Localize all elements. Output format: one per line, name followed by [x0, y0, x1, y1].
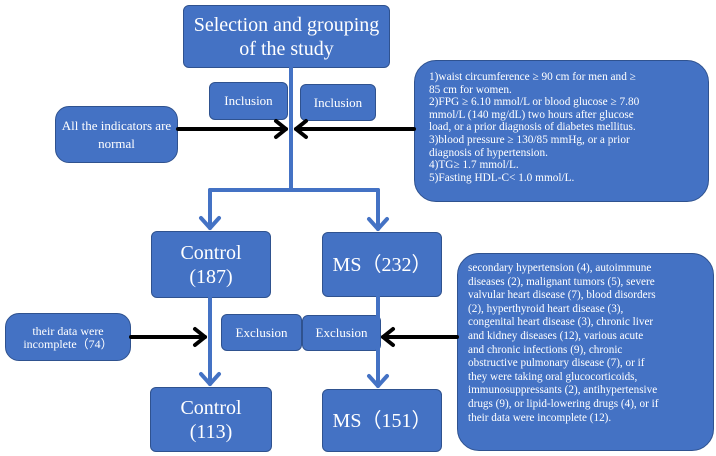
exclusion-criteria-line: obstructive pulmonary disease (7), or if	[468, 357, 645, 370]
inclusion-criteria-pointer-head	[294, 119, 308, 139]
exclusion-criteria-line: and chronic infections (9), chronic	[468, 343, 623, 356]
inclusion-criteria-box: 1)waist circumference ≥ 90 cm for men an…	[414, 60, 709, 202]
exclusion-criteria-line: drugs (9), or lipid-lowering drugs (4), …	[468, 397, 659, 410]
exclusion-criteria-line: diseases (2), malignant tumors (5), seve…	[468, 275, 655, 288]
inclusion-criteria-line: 1)waist circumference ≥ 90 cm for men an…	[429, 71, 636, 83]
ms-branch-arrowhead	[367, 217, 389, 231]
incomplete-data-pointer-head	[193, 327, 207, 347]
exclusion-label-right: Exclusion	[302, 315, 381, 351]
exclusion-criteria-line: immunosuppressants (2), antihypertensive	[468, 384, 658, 397]
exclusion-criteria-line: their data were incomplete (12).	[468, 411, 612, 424]
exclusion-criteria-line: they were taking oral glucocorticoids,	[468, 370, 638, 383]
ms-final-box: MS（151）	[322, 389, 442, 452]
title-box: Selection and grouping of the study	[183, 5, 390, 68]
inclusion-criteria-line: mmol/L (140 mg/dL) two hours after gluco…	[429, 108, 634, 121]
incomplete-data-box: their data were incomplete（74）	[5, 313, 131, 361]
control-branch-arrowhead	[199, 216, 221, 230]
control-exclusion-arrowhead	[199, 372, 221, 386]
ms-initial-box: MS（232）	[322, 232, 442, 297]
inclusion-criteria-line: 2)FPG ≥ 6.10 mmol/L or blood glucose ≥ 7…	[429, 96, 640, 109]
exclusion-criteria-line: and kidney diseases (12), various acute	[468, 329, 644, 342]
exclusion-label-left: Exclusion	[221, 314, 302, 351]
inclusion-criteria-line: 85 cm for women.	[429, 83, 512, 96]
inclusion-criteria-line: load, or a prior diagnosis of diabetes m…	[429, 121, 636, 134]
exclusion-criteria-line: congenital heart disease (3), chronic li…	[468, 316, 654, 329]
exclusion-criteria-line: secondary hypertension (4), autoimmune	[468, 262, 652, 274]
exclusion-criteria-pointer-head	[381, 327, 395, 347]
control-final-box: Control (113)	[150, 387, 272, 452]
exclusion-criteria-line: valvular heart disease (7), blood disord…	[468, 289, 656, 302]
normal-indicators-pointer-head	[274, 119, 288, 139]
inclusion-criteria-line: diagnosis of hypertension.	[429, 146, 548, 159]
inclusion-criteria-line: 3)blood pressure ≥ 130/85 mmHg, or a pri…	[429, 133, 630, 146]
ms-exclusion-arrowhead	[367, 374, 389, 388]
inclusion-criteria-line: 4)TG≥ 1.7 mmol/L.	[429, 159, 519, 172]
normal-indicators-box: All the indicators are normal	[55, 106, 178, 163]
exclusion-criteria-box: secondary hypertension (4), autoimmune d…	[457, 253, 714, 451]
control-initial-box: Control (187)	[151, 231, 271, 298]
inclusion-label-left: Inclusion	[209, 82, 288, 120]
inclusion-label-right: Inclusion	[300, 84, 376, 121]
exclusion-criteria-line: (2), hyperthyroid heart disease (3),	[468, 302, 624, 315]
inclusion-criteria-line: 5)Fasting HDL-C< 1.0 mmol/L.	[429, 171, 575, 184]
